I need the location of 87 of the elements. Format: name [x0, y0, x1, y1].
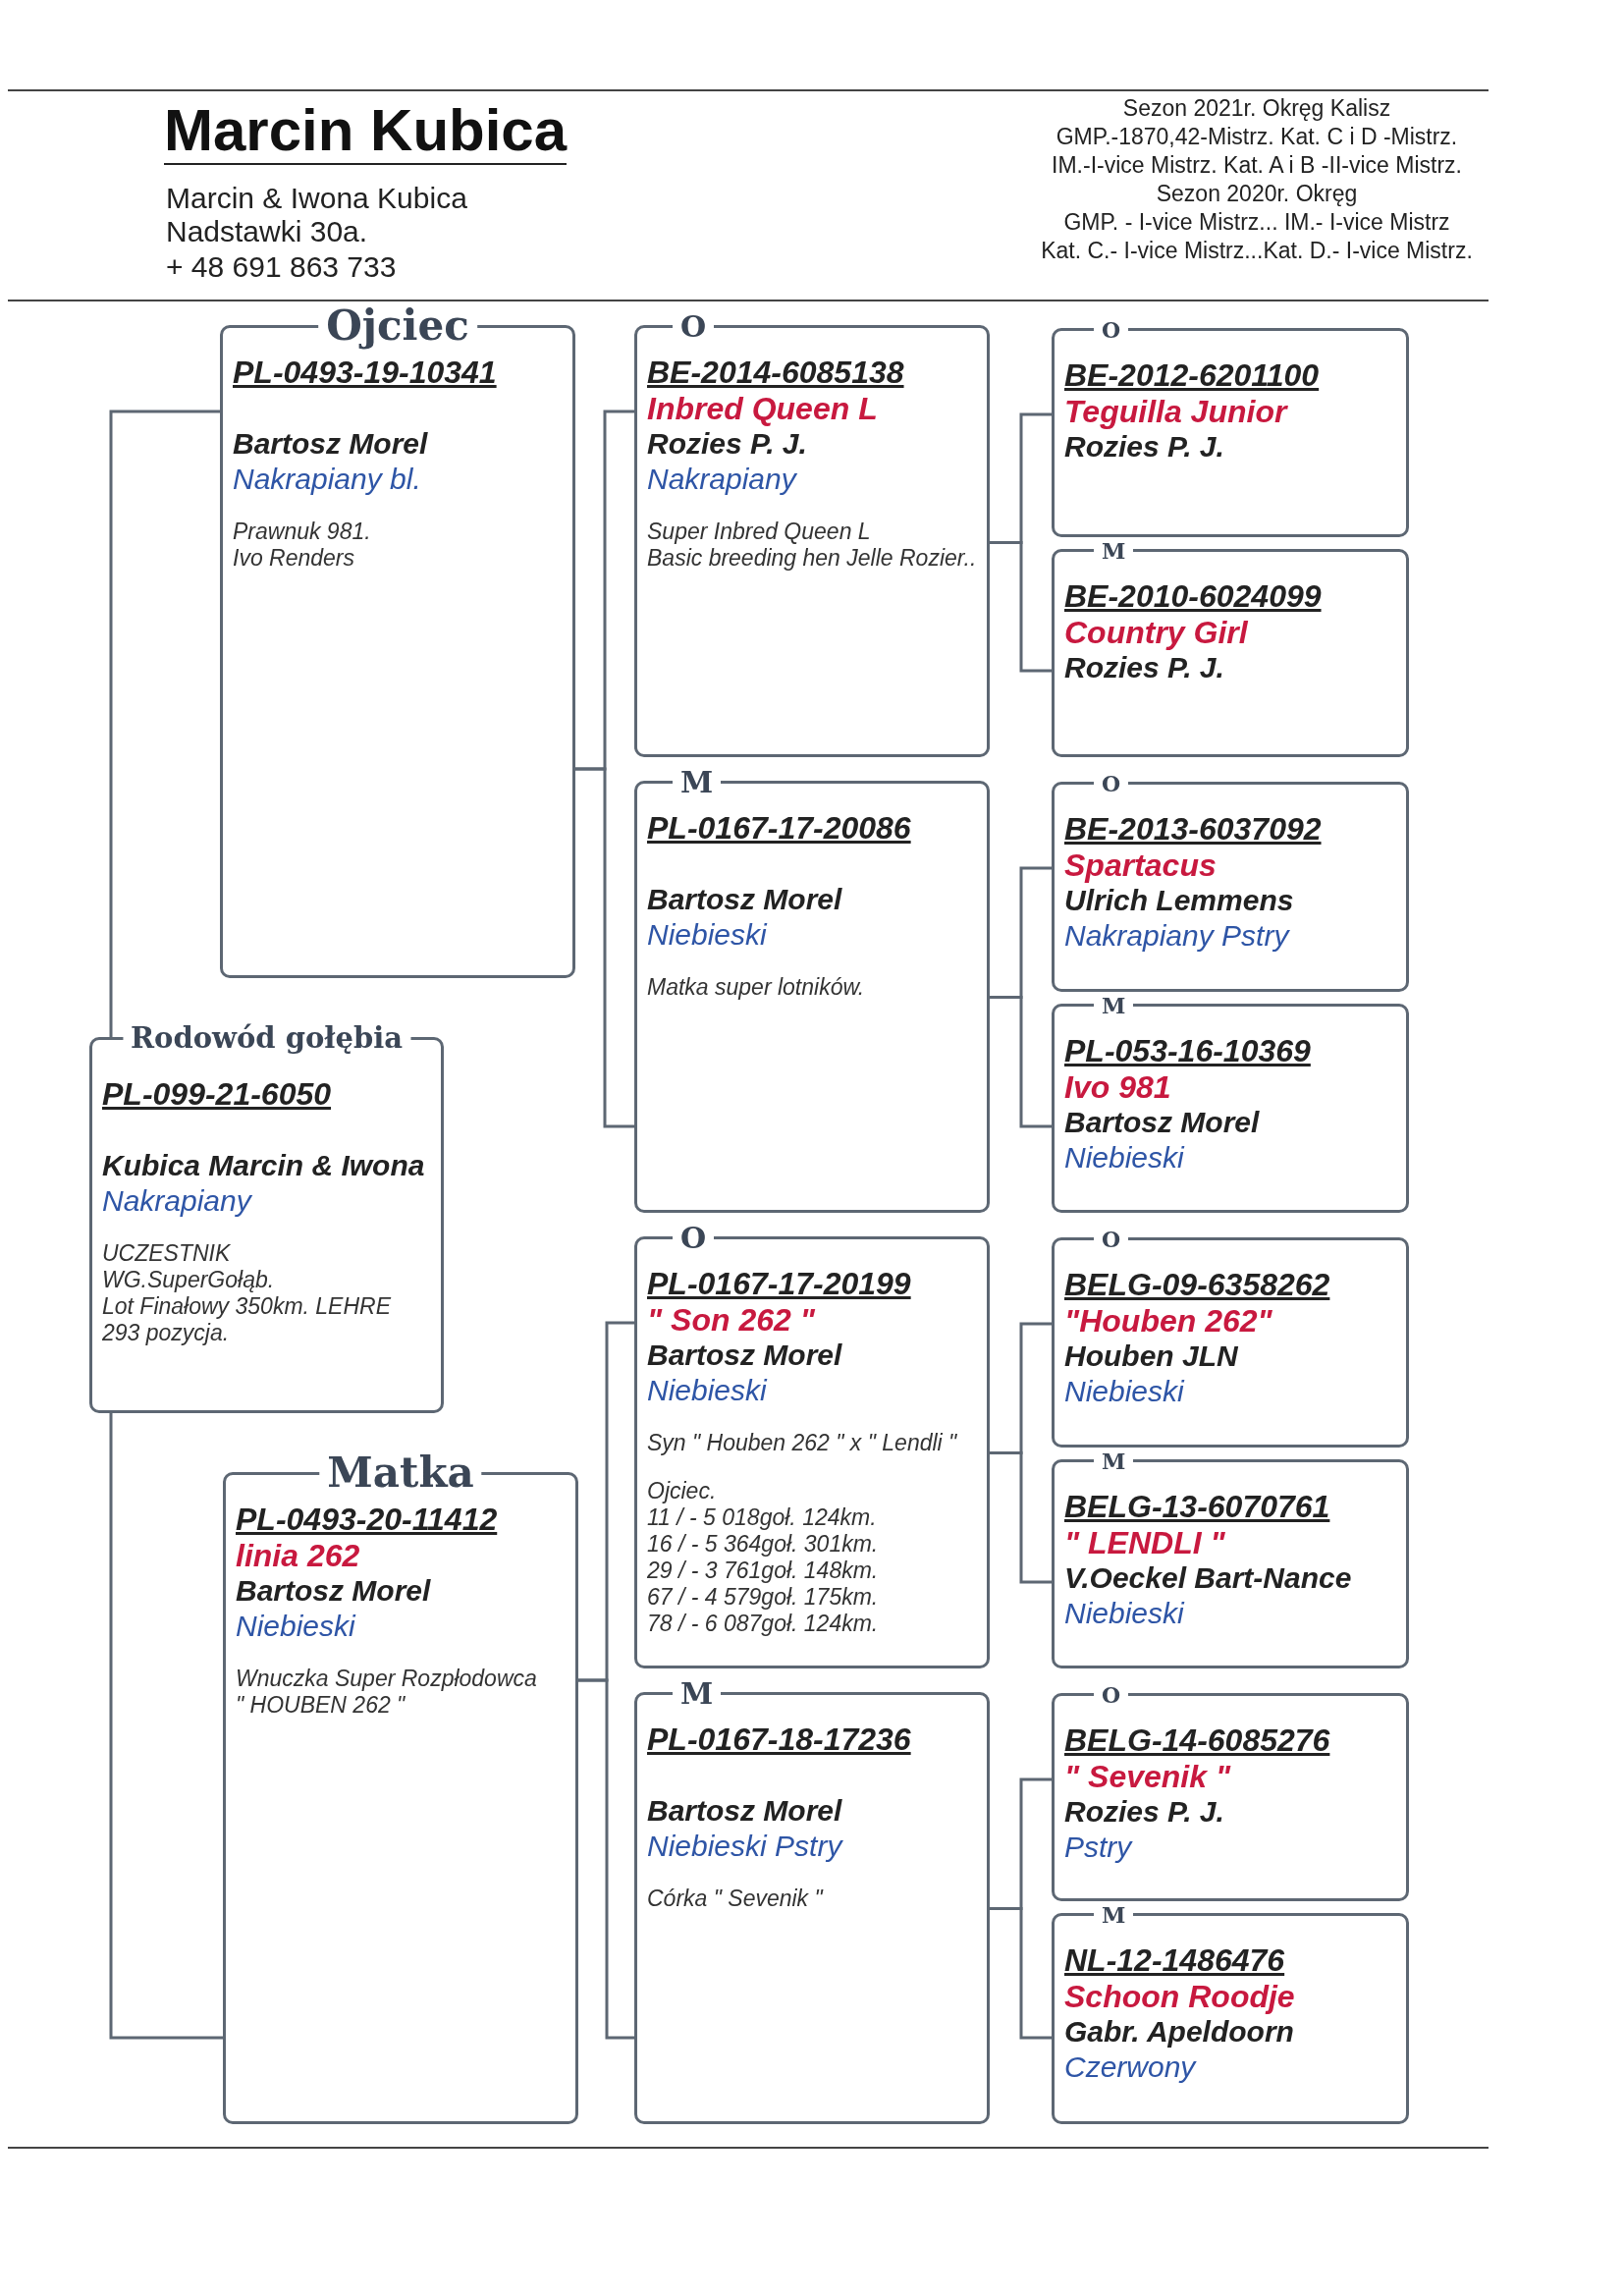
ring-number: BE-2010-6024099: [1064, 577, 1323, 615]
note-text: Córka " Sevenik ": [647, 1886, 825, 1912]
ring-number: PL-0493-19-10341: [233, 354, 498, 391]
pigeon-name: " Son 262 ": [647, 1302, 816, 1338]
color-text: Nakrapiany bl.: [233, 462, 422, 497]
ring-number: PL-0167-17-20086: [647, 809, 912, 847]
ring-number: BELG-14-6085276: [1064, 1722, 1331, 1759]
breeder-name: Rozies P. J.: [1064, 1794, 1225, 1830]
breeder-name: Bartosz Morel: [647, 882, 843, 917]
color-text: Nakrapiany Pstry: [1064, 918, 1291, 954]
ring-number: BE-2012-6201100: [1064, 356, 1321, 394]
card-heading: Rodowód gołębia: [122, 1024, 411, 1054]
achievement-text: Sezon 2020r. Okręg: [1155, 180, 1359, 208]
breeder-name: Ulrich Lemmens: [1064, 883, 1295, 918]
ring-number: PL-053-16-10369: [1064, 1032, 1312, 1069]
note-text: " HOUBEN 262 ": [236, 1692, 406, 1719]
note-text: Prawnuk 981.: [233, 519, 372, 545]
contact-text: Marcin & Iwona Kubica: [166, 181, 467, 216]
pigeon-name: "Houben 262": [1064, 1303, 1273, 1339]
pigeon-name: Inbred Queen L: [647, 391, 879, 426]
bracket-line: [578, 1678, 634, 2040]
breeder-name: Gabr. Apeldoorn: [1064, 2014, 1295, 2050]
bracket-line: [109, 410, 220, 1037]
ring-number: PL-099-21-6050: [102, 1075, 333, 1113]
achievement-text: GMP.-1870,42-Mistrz. Kat. C i D -Mistrz.: [1055, 123, 1459, 151]
breeder-name: Rozies P. J.: [1064, 650, 1225, 685]
breeder-name: V.Oeckel Bart-Nance: [1064, 1560, 1353, 1596]
ring-number: BELG-09-6358262: [1064, 1266, 1331, 1303]
color-text: Pstry: [1064, 1830, 1134, 1865]
note-text: Wnuczka Super Rozpłodowca: [236, 1666, 538, 1692]
title: Marcin Kubica: [164, 98, 568, 165]
color-text: Niebieski: [1064, 1374, 1186, 1409]
note-text: Ojciec.: [647, 1478, 718, 1504]
note-text: UCZESTNIK: [102, 1240, 232, 1267]
note-text: Ivo Renders: [233, 545, 355, 572]
ring-number: PL-0167-18-17236: [647, 1721, 912, 1758]
breeder-name: Bartosz Morel: [647, 1793, 843, 1829]
breeder-name: Rozies P. J.: [1064, 429, 1225, 465]
achievement-text: IM.-I-vice Mistrz. Kat. A i B -II-vice Mistrz.: [1051, 151, 1463, 180]
color-text: Niebieski: [236, 1609, 357, 1644]
contact-text: + 48 691 863 733: [166, 249, 397, 285]
bracket-line: [109, 1413, 223, 2040]
note-text: Syn " Houben 262 " x " Lendli ": [647, 1430, 958, 1456]
breeder-name: Kubica Marcin & Iwona: [102, 1148, 426, 1183]
pigeon-name: Spartacus: [1064, 847, 1218, 883]
note-text: 29 / - 3 761goł. 148km.: [647, 1558, 880, 1584]
note-text: 11 / - 5 018goł. 124km.: [647, 1504, 878, 1531]
color-text: Niebieski: [647, 1373, 769, 1408]
note-text: Super Inbred Queen L: [647, 519, 872, 545]
pigeon-name: Schoon Roodje: [1064, 1979, 1296, 2014]
note-text: WG.SuperGołąb.: [102, 1267, 276, 1293]
color-text: Niebieski: [647, 917, 769, 953]
achievement-text: GMP. - I-vice Mistrz... IM.- I-vice Mistrz: [1062, 208, 1451, 237]
breeder-name: Bartosz Morel: [647, 1338, 843, 1373]
ring-number: PL-0493-20-11412: [236, 1501, 499, 1538]
note-text: Lot Finałowy 350km. LEHRE 293 pozycja.: [102, 1293, 393, 1346]
bracket-line: [575, 767, 634, 1128]
note-text: Matka super lotników.: [647, 974, 866, 1001]
ring-number: PL-0167-17-20199: [647, 1265, 912, 1302]
pigeon-name: Teguilla Junior: [1064, 394, 1289, 429]
pigeon-name: " Sevenik ": [1064, 1759, 1232, 1794]
pigeon-name: Ivo 981: [1064, 1069, 1172, 1105]
pigeon-name: linia 262: [236, 1538, 361, 1573]
color-text: Niebieski Pstry: [647, 1829, 844, 1864]
breeder-name: Bartosz Morel: [236, 1573, 432, 1609]
achievement-text: Kat. C.- I-vice Mistrz...Kat. D.- I-vice Mistrz.: [1040, 237, 1474, 265]
contact-text: Nadstawki 30a.: [166, 214, 368, 249]
note-text: 16 / - 5 364goł. 301km.: [647, 1531, 880, 1558]
ring-number: BELG-13-6070761: [1064, 1488, 1331, 1525]
ring-number: BE-2014-6085138: [647, 354, 905, 391]
breeder-name: Bartosz Morel: [1064, 1105, 1261, 1140]
breeder-name: Houben JLN: [1064, 1339, 1239, 1374]
color-text: Czerwony: [1064, 2050, 1198, 2085]
note-text: 78 / - 6 087goł. 124km.: [647, 1611, 880, 1637]
color-text: Nakrapiany: [102, 1183, 253, 1219]
ring-number: BE-2013-6037092: [1064, 810, 1323, 847]
note-text: Basic breeding hen Jelle Rozier..: [647, 545, 977, 572]
note-text: 67 / - 4 579goł. 175km.: [647, 1584, 880, 1611]
color-text: Niebieski: [1064, 1140, 1186, 1175]
achievement-text: Sezon 2021r. Okręg Kalisz: [1121, 94, 1392, 123]
ring-number: NL-12-1486476: [1064, 1941, 1286, 1979]
color-text: Niebieski: [1064, 1596, 1186, 1631]
breeder-name: Rozies P. J.: [647, 426, 808, 462]
breeder-name: Bartosz Morel: [233, 426, 429, 462]
pigeon-name: " LENDLI ": [1064, 1525, 1226, 1560]
pigeon-name: Country Girl: [1064, 615, 1249, 650]
color-text: Nakrapiany: [647, 462, 798, 497]
